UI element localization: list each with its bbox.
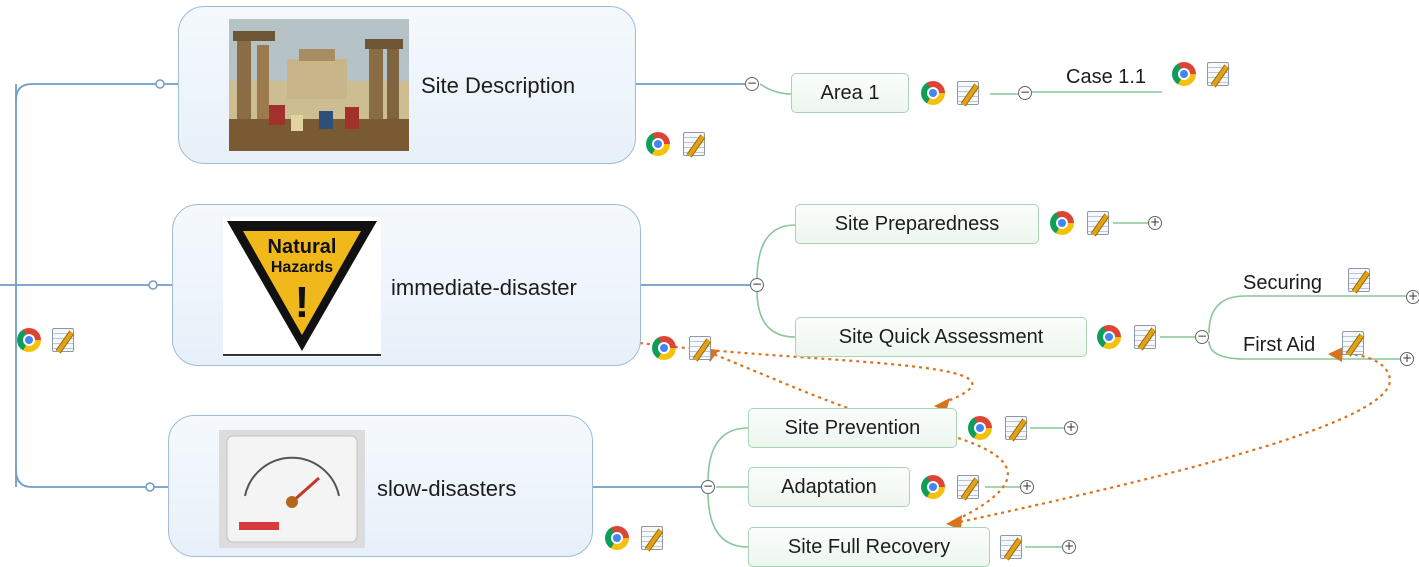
- hazard-sign-line1: Natural: [268, 236, 337, 258]
- ruins-painting-image: [229, 19, 409, 151]
- trunk-node-dot-2: [148, 280, 158, 290]
- arrowhead-recovery: [946, 515, 962, 530]
- chrome-icon[interactable]: [646, 132, 670, 156]
- expand-toggle-icon[interactable]: +: [1148, 215, 1162, 230]
- subtopic-securing[interactable]: Securing: [1243, 272, 1322, 294]
- line-to-area-1: [759, 83, 792, 95]
- subtopic-site-quick-assessment[interactable]: Site Quick Assessment: [795, 317, 1087, 357]
- line-to-securing: [1208, 295, 1412, 334]
- collapse-toggle-icon[interactable]: −: [745, 76, 759, 91]
- chrome-icon[interactable]: [1050, 211, 1074, 235]
- subtopic-site-prevention[interactable]: Site Prevention: [748, 408, 957, 448]
- chrome-icon[interactable]: [1097, 325, 1121, 349]
- topic-label: immediate-disaster: [391, 275, 577, 300]
- subtopic-label: Site Quick Assessment: [838, 325, 1044, 348]
- topic-label: slow-disasters: [377, 476, 517, 501]
- topic-immediate-disaster[interactable]: Natural Hazards ! immediate-disaster: [172, 204, 641, 366]
- notes-icon[interactable]: [683, 132, 705, 156]
- arrowhead-first-aid: [1328, 347, 1343, 362]
- hazard-sign-line2: Hazards: [271, 259, 333, 276]
- chrome-icon[interactable]: [605, 526, 629, 550]
- chrome-icon[interactable]: [17, 328, 41, 352]
- notes-icon[interactable]: [1207, 62, 1229, 86]
- branch-line-slow-disasters: [15, 469, 168, 488]
- notes-icon[interactable]: [1000, 535, 1022, 559]
- subtopic-site-preparedness[interactable]: Site Preparedness: [795, 204, 1039, 244]
- notes-icon[interactable]: [689, 336, 711, 360]
- subtopic-label: Site Full Recovery: [787, 535, 951, 558]
- expand-toggle-icon[interactable]: +: [1062, 539, 1076, 554]
- trunk-node-dot-3: [145, 482, 155, 492]
- notes-icon[interactable]: [641, 526, 663, 550]
- topic-site-description[interactable]: Site Description: [178, 6, 636, 164]
- subtopic-case-1-1[interactable]: Case 1.1: [1066, 66, 1147, 88]
- subtopic-site-full-recovery[interactable]: Site Full Recovery: [748, 527, 990, 567]
- chrome-icon[interactable]: [968, 416, 992, 440]
- natural-hazards-sign-image: Natural Hazards !: [223, 217, 381, 357]
- collapse-toggle-icon[interactable]: −: [1195, 329, 1209, 344]
- notes-icon[interactable]: [1005, 416, 1027, 440]
- chrome-icon[interactable]: [652, 336, 676, 360]
- hygrometer-image: [219, 430, 365, 548]
- trunk-node-dot-1: [155, 79, 165, 89]
- hazard-sign-symbol: !: [295, 278, 310, 327]
- line-to-site-full-recovery: [707, 491, 749, 548]
- branch-line-site-description: [15, 83, 178, 101]
- chrome-icon[interactable]: [921, 475, 945, 499]
- subtopic-first-aid[interactable]: First Aid: [1243, 334, 1316, 356]
- line-to-site-prevention: [707, 427, 749, 483]
- subtopic-label: Area 1: [820, 81, 880, 104]
- chrome-icon[interactable]: [1172, 62, 1196, 86]
- collapse-toggle-icon[interactable]: −: [701, 479, 715, 494]
- line-to-site-preparedness: [756, 224, 796, 281]
- expand-toggle-icon[interactable]: +: [1406, 289, 1419, 304]
- topic-label: Site Description: [421, 73, 576, 98]
- notes-icon[interactable]: [957, 81, 979, 105]
- notes-icon[interactable]: [52, 328, 74, 352]
- chrome-icon[interactable]: [921, 81, 945, 105]
- line-to-site-quick-assessment: [756, 289, 796, 338]
- subtopic-label: Site Prevention: [784, 416, 921, 439]
- collapse-toggle-icon[interactable]: −: [750, 277, 764, 292]
- expand-toggle-icon[interactable]: +: [1064, 420, 1078, 435]
- line-to-first-aid: [1208, 340, 1400, 360]
- subtopic-label: Site Preparedness: [834, 212, 1000, 235]
- notes-icon[interactable]: [1087, 211, 1109, 235]
- collapse-toggle-icon[interactable]: −: [1018, 85, 1032, 100]
- notes-icon[interactable]: [957, 475, 979, 499]
- subtopic-label: Adaptation: [781, 475, 877, 498]
- notes-icon[interactable]: [1342, 331, 1364, 355]
- expand-toggle-icon[interactable]: +: [1020, 479, 1034, 494]
- subtopic-adaptation[interactable]: Adaptation: [748, 467, 910, 507]
- notes-icon[interactable]: [1348, 268, 1370, 292]
- subtopic-area-1[interactable]: Area 1: [791, 73, 909, 113]
- expand-toggle-icon[interactable]: +: [1400, 351, 1414, 366]
- topic-slow-disasters[interactable]: slow-disasters: [168, 415, 593, 557]
- notes-icon[interactable]: [1134, 325, 1156, 349]
